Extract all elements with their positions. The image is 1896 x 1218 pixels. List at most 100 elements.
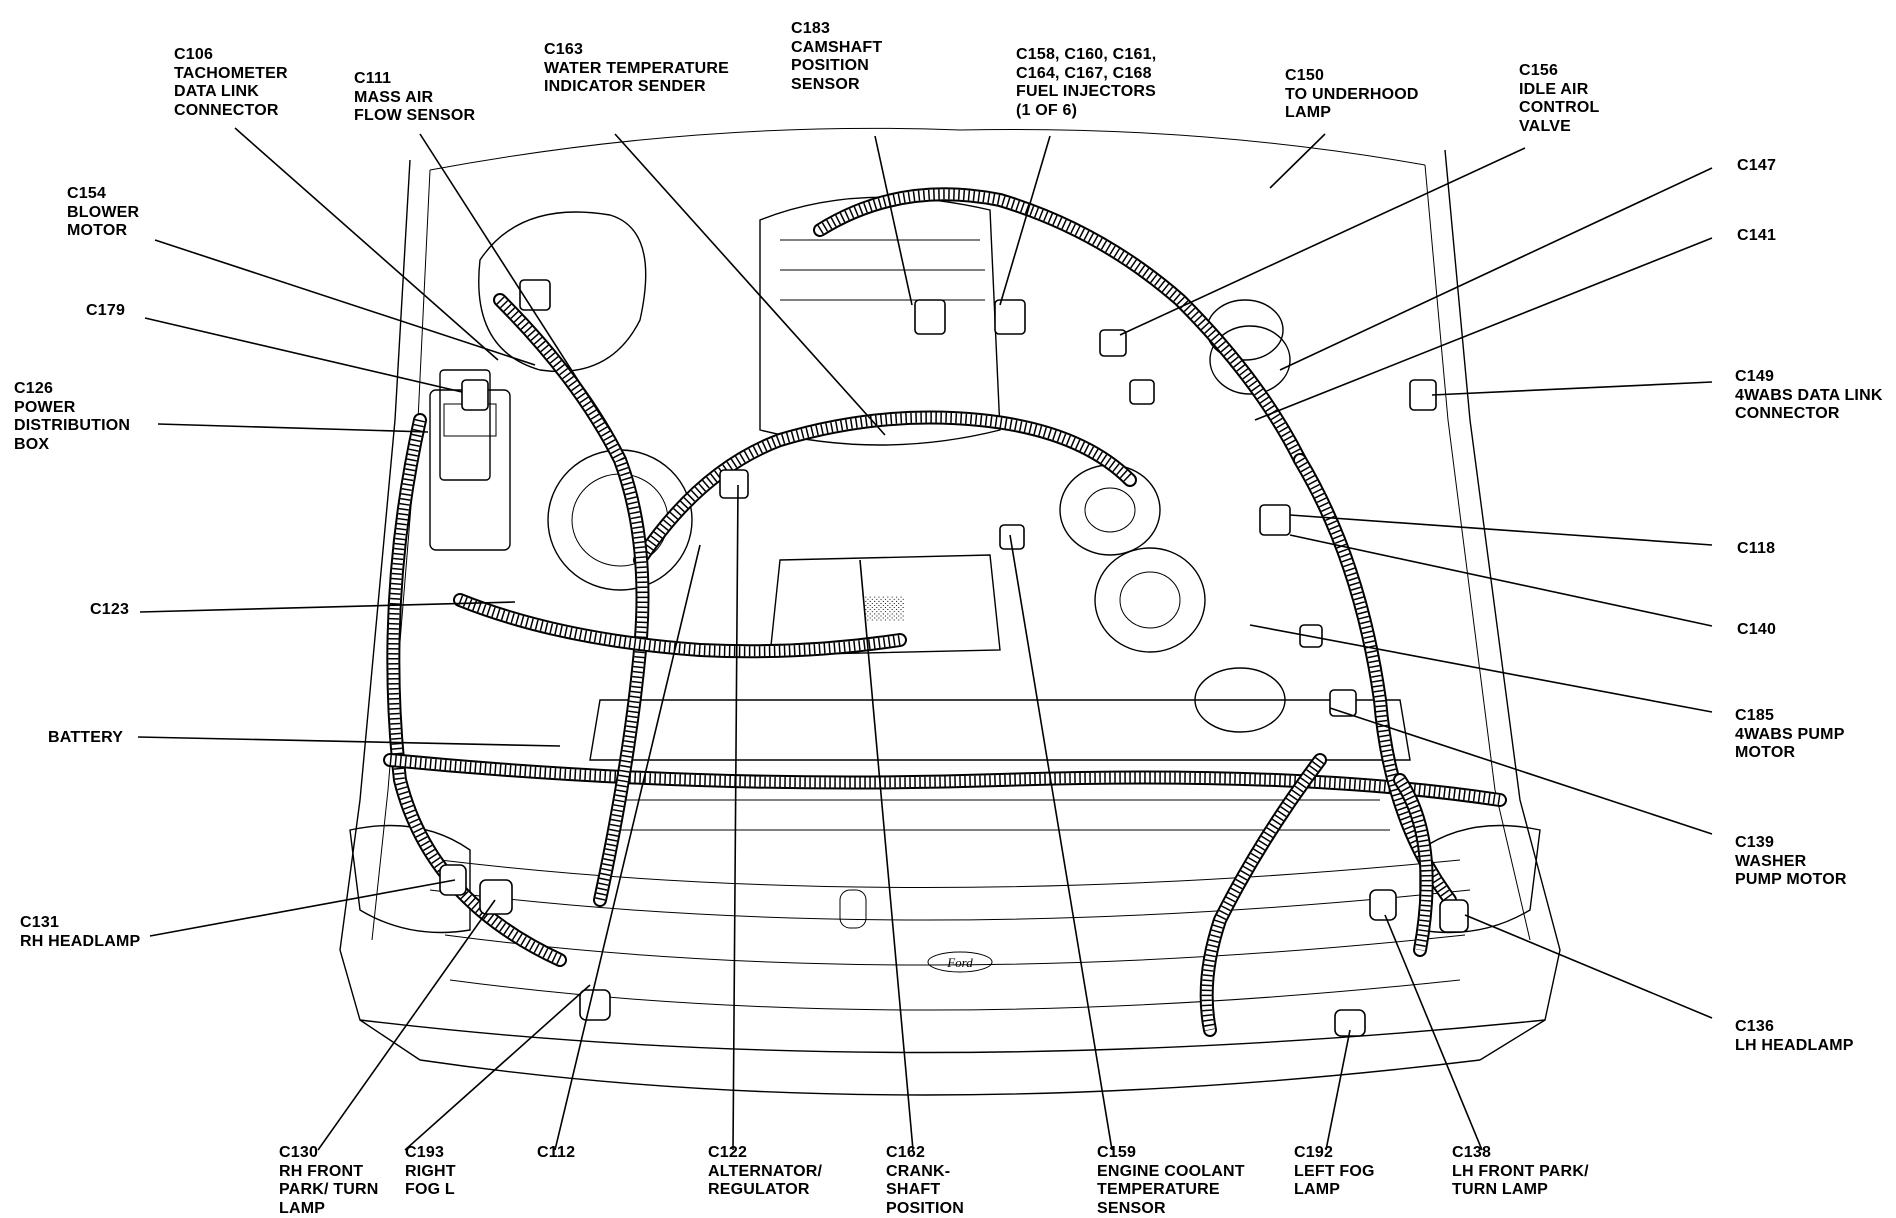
c193-line-3: FOG L: [405, 1181, 456, 1200]
c136-line-1: C136: [1735, 1018, 1854, 1037]
label-c123: C123: [90, 601, 129, 620]
label-c141: C141: [1737, 227, 1776, 246]
leader-c192: [1326, 1030, 1350, 1150]
leader-c193: [405, 985, 590, 1150]
c185-line-2: 4WABS PUMP: [1735, 726, 1845, 745]
leader-c156: [1120, 148, 1525, 335]
c123-line-1: C123: [90, 601, 129, 620]
c111-line-2: MASS AIR: [354, 89, 475, 108]
leader-c150: [1270, 134, 1325, 188]
c130-line-1: C130: [279, 1144, 378, 1163]
c154-line-1: C154: [67, 185, 139, 204]
c122-line-3: REGULATOR: [708, 1181, 822, 1200]
c147-line-1: C147: [1737, 157, 1776, 176]
leader-c106: [235, 128, 498, 360]
c162-line-3: SHAFT: [886, 1181, 964, 1200]
c185-line-3: MOTOR: [1735, 744, 1845, 763]
c141-line-1: C141: [1737, 227, 1776, 246]
c163-line-3: INDICATOR SENDER: [544, 78, 729, 97]
c156-line-2: IDLE AIR: [1519, 81, 1600, 100]
c162-line-2: CRANK-: [886, 1163, 964, 1182]
c111-line-3: FLOW SENSOR: [354, 107, 475, 126]
c106-line-4: CONNECTOR: [174, 102, 288, 121]
c131-line-2: RH HEADLAMP: [20, 933, 140, 952]
label-c112: C112: [537, 1144, 575, 1163]
c140-line-1: C140: [1737, 621, 1776, 640]
leader-c126: [158, 424, 428, 432]
c138-line-1: C138: [1452, 1144, 1589, 1163]
leader-c147: [1280, 168, 1712, 370]
c112-line-1: C112: [537, 1144, 575, 1163]
c156-line-4: VALVE: [1519, 118, 1600, 137]
c106-line-1: C106: [174, 46, 288, 65]
c138-line-2: LH FRONT PARK/: [1452, 1163, 1589, 1182]
grille-badge-text: Ford: [946, 955, 973, 970]
c130-line-4: LAMP: [279, 1200, 378, 1218]
c163-line-2: WATER TEMPERATURE: [544, 60, 729, 79]
svg-text:░░░: ░░░: [865, 596, 905, 622]
c130-line-3: PARK/ TURN: [279, 1181, 378, 1200]
c118-line-1: C118: [1737, 540, 1775, 559]
c159-line-3: TEMPERATURE: [1097, 1181, 1245, 1200]
c192-line-2: LEFT FOG: [1294, 1163, 1375, 1182]
c139-line-1: C139: [1735, 834, 1847, 853]
c193-line-1: C193: [405, 1144, 456, 1163]
label-battery: BATTERY: [48, 729, 123, 748]
c156-line-1: C156: [1519, 62, 1600, 81]
c138-line-3: TURN LAMP: [1452, 1181, 1589, 1200]
c154-line-3: MOTOR: [67, 222, 139, 241]
c126-line-2: POWER: [14, 399, 130, 418]
wiring-harnesses: [390, 194, 1500, 1036]
c179-line-1: C179: [86, 302, 125, 321]
c193-line-2: RIGHT: [405, 1163, 456, 1182]
c126-line-1: C126: [14, 380, 130, 399]
c139-line-3: PUMP MOTOR: [1735, 871, 1847, 890]
label-c147: C147: [1737, 157, 1776, 176]
c150-line-1: C150: [1285, 67, 1419, 86]
c136-line-2: LH HEADLAMP: [1735, 1037, 1854, 1056]
c131-line-1: C131: [20, 914, 140, 933]
c158-line-1: C158, C160, C161,: [1016, 46, 1156, 65]
label-c179: C179: [86, 302, 125, 321]
c126-line-4: BOX: [14, 436, 130, 455]
leader-c131: [150, 880, 455, 936]
c158-line-3: FUEL INJECTORS: [1016, 83, 1156, 102]
c159-line-2: ENGINE COOLANT: [1097, 1163, 1245, 1182]
c156-line-3: CONTROL: [1519, 99, 1600, 118]
label-c140: C140: [1737, 621, 1776, 640]
c139-line-2: WASHER: [1735, 853, 1847, 872]
leader-c149: [1432, 382, 1712, 395]
c122-line-1: C122: [708, 1144, 822, 1163]
c149-line-2: 4WABS DATA LINK: [1735, 387, 1883, 406]
c154-line-2: BLOWER: [67, 204, 139, 223]
leader-c163: [615, 134, 885, 435]
c122-line-2: ALTERNATOR/: [708, 1163, 822, 1182]
c162-line-4: POSITION: [886, 1200, 964, 1218]
battery-line-1: BATTERY: [48, 729, 123, 748]
label-c118: C118: [1737, 540, 1775, 559]
c106-line-2: TACHOMETER: [174, 65, 288, 84]
leader-c159: [1010, 535, 1112, 1150]
leader-c118: [1290, 515, 1712, 545]
c162-line-1: C162: [886, 1144, 964, 1163]
c183-line-3: POSITION: [791, 57, 882, 76]
c126-line-3: DISTRIBUTION: [14, 417, 130, 436]
c158-line-2: C164, C167, C168: [1016, 65, 1156, 84]
c183-line-4: SENSOR: [791, 76, 882, 95]
